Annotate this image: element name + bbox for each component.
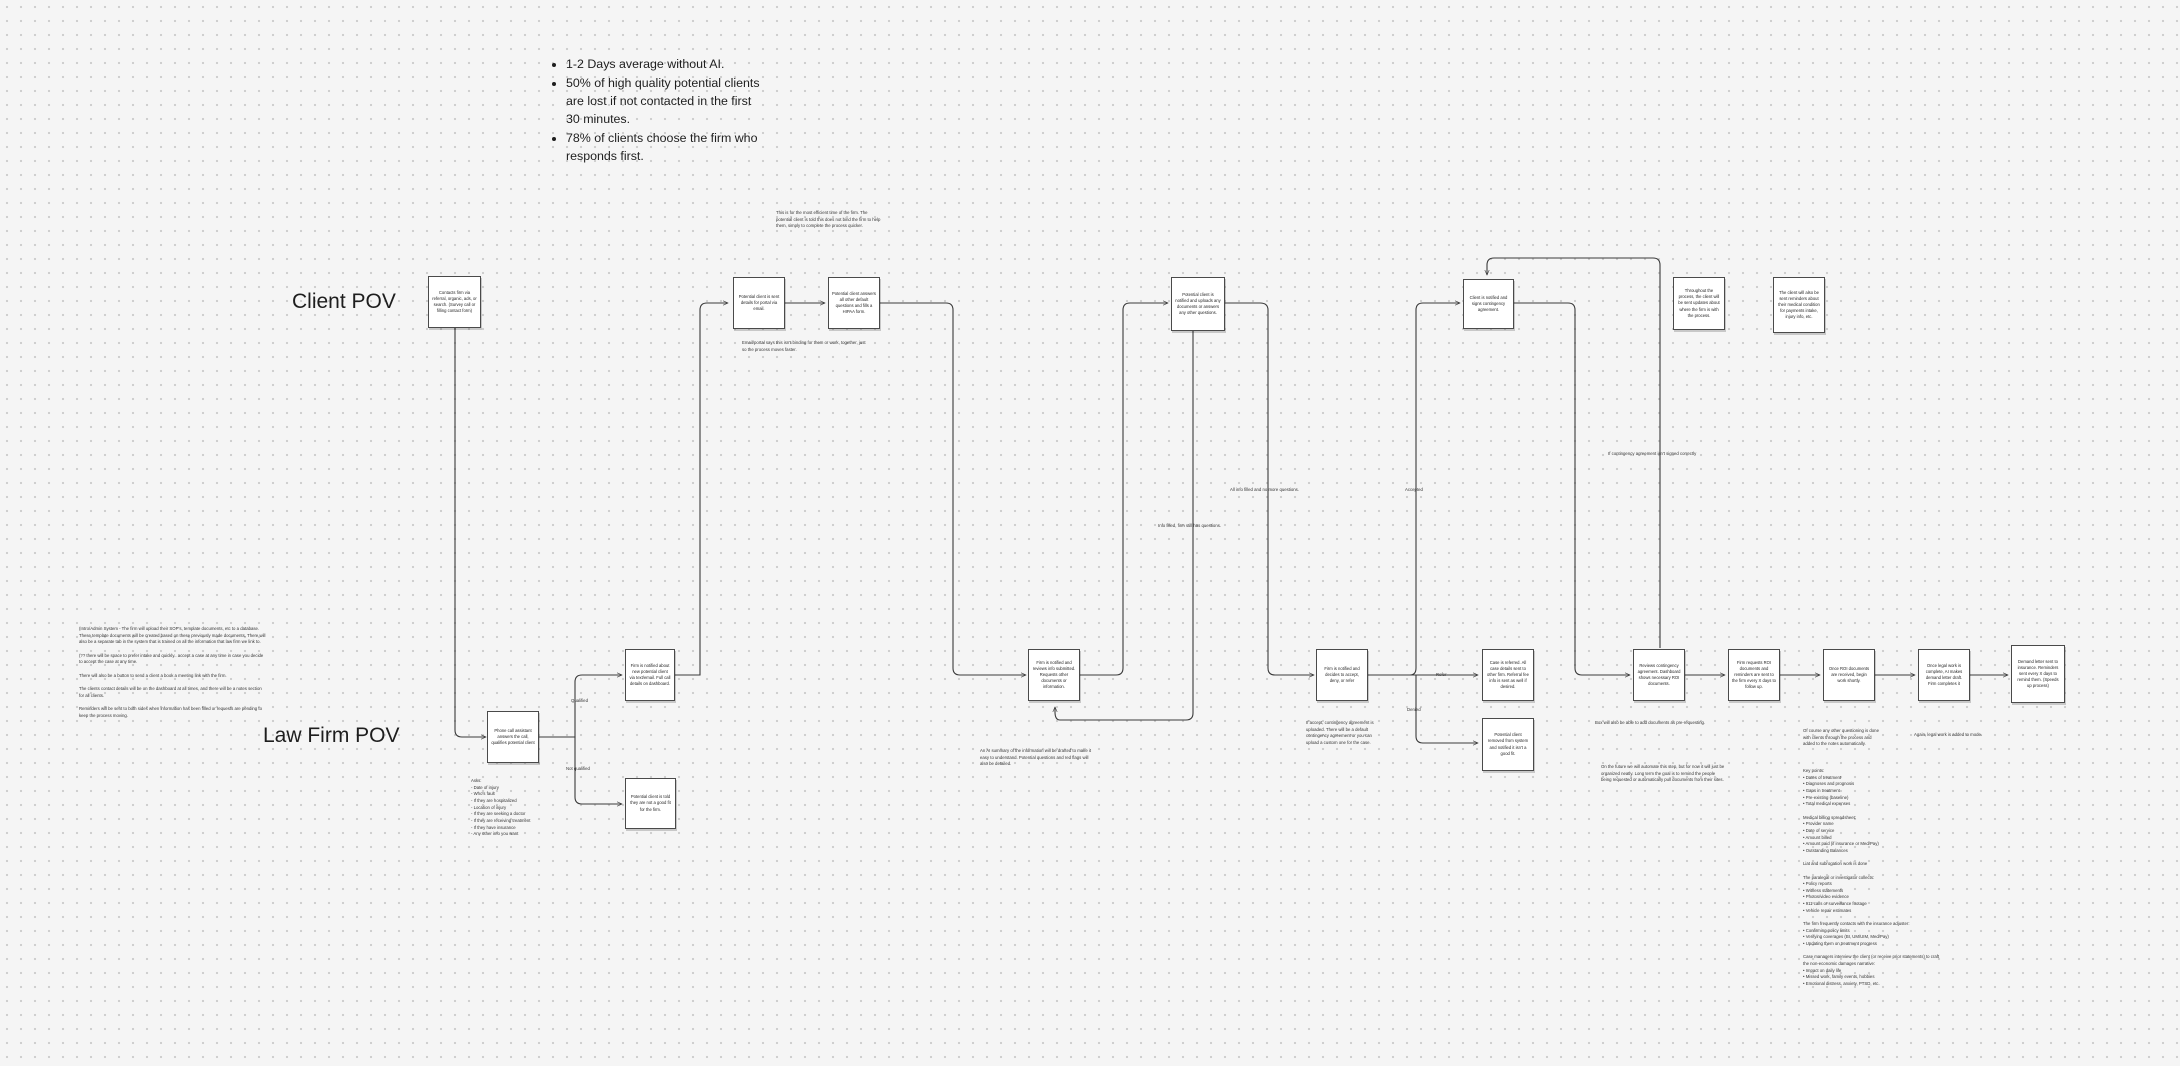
node-case-referred[interactable]: Case is referred. All case details sent … xyxy=(1482,649,1534,701)
note-questioning: Of course any other questioning is done … xyxy=(1803,728,1879,747)
edge-label-accepted: Accepted xyxy=(1405,487,1423,492)
node-legal-work-complete[interactable]: Once legal work is complete, AI makes de… xyxy=(1918,649,1970,701)
node-client-uploads-documents[interactable]: Potential client is notified and uploads… xyxy=(1171,277,1225,331)
node-firm-notified-new-client[interactable]: Firm is notified about new potential cli… xyxy=(625,649,675,701)
note-case-details-column: Key points: • Dates of treatment • Diagn… xyxy=(1803,768,1940,986)
edge-label-info-filled: Info filled, firm still has questions. xyxy=(1158,523,1222,528)
node-firm-requests-roi[interactable]: Firm requests ROI documents and reminder… xyxy=(1728,649,1780,701)
node-demand-letter-sent[interactable]: Demand letter sent to insurance. Reminde… xyxy=(2011,645,2065,703)
stat-item: 50% of high quality potential clients ar… xyxy=(566,75,766,129)
node-client-answers-questions[interactable]: Potential client answers all other defau… xyxy=(828,277,880,329)
note-future-automation: On the future we will automate this step… xyxy=(1601,764,1725,783)
node-phone-call-assistant[interactable]: Phone call assistant answers the call, q… xyxy=(487,711,539,763)
edge-label-not-qualified: Not qualified xyxy=(566,766,590,771)
node-firm-decides[interactable]: Firm is notified and decides to accept, … xyxy=(1316,649,1368,701)
stats-list: 1-2 Days average without AI. 50% of high… xyxy=(548,56,766,167)
node-client-signs-agreement[interactable]: Client is notified and signs contingency… xyxy=(1463,279,1514,329)
node-client-reminders[interactable]: The client will also be sent reminders a… xyxy=(1773,277,1825,333)
node-client-updates[interactable]: Throughout the process, the client will … xyxy=(1673,277,1725,330)
node-firm-reviews-info[interactable]: Firm is notified and reviews info submit… xyxy=(1028,649,1080,701)
note-call-asks: Asks: - Date of injury - Who's fault - I… xyxy=(471,778,531,837)
note-firm-efficiency: This is for the most efficient time of t… xyxy=(776,210,881,229)
note-add-documents: Box will also be able to add documents a… xyxy=(1595,720,1706,725)
stat-item: 1-2 Days average without AI. xyxy=(566,56,766,74)
node-not-good-fit[interactable]: Potential client is told they are not a … xyxy=(625,778,676,829)
node-once-roi-received[interactable]: Once ROI documents are received, begin w… xyxy=(1823,649,1875,701)
edge-decides-denied xyxy=(1415,675,1478,743)
stat-item: 78% of clients choose the firm who respo… xyxy=(566,130,766,166)
edge-notified-to-ai-sent xyxy=(675,303,728,676)
note-legal-work-mode: Again, legal work is added to mode. xyxy=(1914,732,1983,737)
note-accept-contingency: If accept, contingency agreement is uplo… xyxy=(1306,720,1374,745)
edge-label-all-info: All info filled and no more questions. xyxy=(1230,487,1300,492)
edge-answers-to-reviews xyxy=(880,302,1026,675)
node-client-removed[interactable]: Potential client removed from system and… xyxy=(1482,718,1534,771)
node-portal-email-sent[interactable]: Potential client is sent details for por… xyxy=(733,277,785,329)
edge-signs-to-contingency xyxy=(1514,302,1630,675)
note-email-portal: Email/portal says this isn't binding for… xyxy=(742,340,866,352)
edge-label-not-signed: If contingency agreement isn't signed co… xyxy=(1608,451,1697,456)
edge-phone-qualified xyxy=(539,675,622,738)
node-reviews-contingency[interactable]: Reviews contingency agreement. Dashboard… xyxy=(1633,649,1685,701)
edge-contact-to-phone xyxy=(454,328,486,737)
lane-label-law-firm: Law Firm POV xyxy=(263,724,400,747)
lane-label-client: Client POV xyxy=(292,290,396,313)
edge-reviews-to-uploads xyxy=(1080,303,1168,676)
note-ai-summary: An AI summary of the information will be… xyxy=(980,748,1092,767)
node-client-contacts-firm[interactable]: Contacts firm via referral, organic, ads… xyxy=(428,276,481,328)
edge-label-refer: Refer xyxy=(1436,672,1447,677)
note-intake-system: (Intro/Admin System - The firm will uplo… xyxy=(79,626,266,718)
edge-label-denied: Denied xyxy=(1407,707,1421,712)
edge-label-qualified: Qualified xyxy=(571,698,588,703)
